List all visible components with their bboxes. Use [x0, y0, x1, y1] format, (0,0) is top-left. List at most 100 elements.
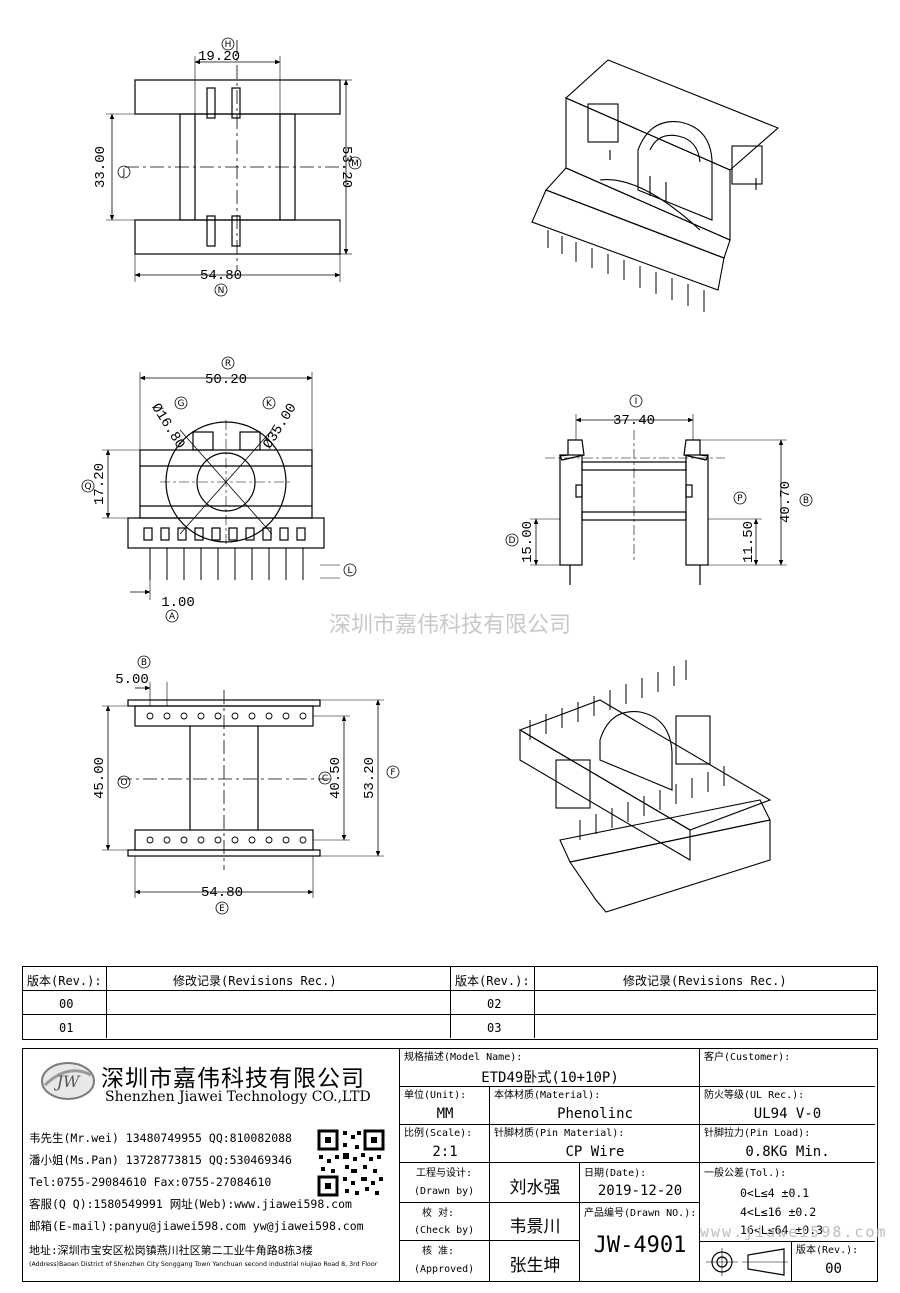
- marker-r: R: [225, 359, 231, 369]
- marker-b: B: [141, 658, 147, 668]
- marker-a: A: [169, 612, 176, 622]
- isometric-view-bottom: [518, 660, 772, 913]
- marker-h: H: [225, 40, 232, 50]
- rev-value: 00: [825, 1261, 842, 1277]
- unit-label: 单位(Unit):: [404, 1090, 467, 1101]
- dim-side-right: 40.70: [778, 481, 794, 523]
- technical-drawing: 19.20 H 33.00 J 53.20 M 54.80 N 50.20 R …: [81, 37, 813, 915]
- drawn-label-en: (Drawn by): [414, 1186, 475, 1197]
- contact-service-web: 客服(Q Q):1580549991 网址(Web):www.jiawei598…: [29, 1197, 352, 1211]
- drawn-label-cn: 工程与设计:: [416, 1168, 473, 1179]
- ul-label: 防火等级(UL Rec.):: [704, 1090, 805, 1101]
- marker-d: D: [509, 536, 516, 546]
- watermark: 深圳市嘉伟科技有限公司: [329, 613, 571, 638]
- dim-bottom-left: 45.00: [92, 757, 108, 799]
- customer-label: 客户(Customer):: [704, 1052, 791, 1063]
- ul-value: UL94 V-0: [753, 1106, 822, 1122]
- drawn-value: 刘水强: [509, 1178, 561, 1198]
- approved-label-cn: 核 准:: [422, 1246, 455, 1257]
- company-name-cn: 深圳市嘉伟科技有限公司: [101, 1066, 365, 1092]
- rev-header-left: 版本(Rev.):: [27, 974, 102, 988]
- pin-load-label: 针脚拉力(Pin Load):: [704, 1128, 811, 1139]
- marker-l: L: [347, 566, 352, 576]
- marker-n: N: [218, 286, 225, 296]
- marker-c: C: [322, 774, 328, 784]
- rev-header-right: 版本(Rev.):: [455, 974, 530, 988]
- marker-g: G: [178, 399, 185, 409]
- rec-header-left: 修改记录(Revisions Rec.): [173, 974, 337, 988]
- rev-row-01: 01: [59, 1021, 74, 1035]
- address-en: (Address)Baoan District of Shenzhen City…: [29, 1261, 378, 1268]
- check-label-cn: 校 对:: [422, 1208, 455, 1219]
- address-cn: 地址:深圳市宝安区松岗镇燕川社区第二工业牛角路8栋3楼: [29, 1244, 313, 1257]
- date-label: 日期(Date):: [584, 1168, 647, 1179]
- approved-value: 张生坤: [509, 1256, 561, 1276]
- marker-p: P: [737, 494, 743, 504]
- dim-top-width: 19.20: [198, 49, 240, 65]
- dim-top-bottom: 54.80: [200, 268, 242, 284]
- side-view: [505, 394, 813, 585]
- tolerance-row-1: 0<L≤4 ±0.1: [740, 1186, 810, 1200]
- dim-front-width: 50.20: [205, 372, 247, 388]
- rev-row-00: 00: [59, 997, 74, 1011]
- company-name-en: Shenzhen Jiawei Technology CO.,LTD: [105, 1089, 371, 1105]
- revision-table: 版本(Rev.): 修改记录(Revisions Rec.) 版本(Rev.):…: [22, 966, 878, 1040]
- tolerance-row-3: 16<L≤64 ±0.3: [740, 1223, 824, 1237]
- approved-label-en: (Approved): [414, 1264, 475, 1275]
- dim-top-right: 53.20: [338, 146, 354, 188]
- marker-i: I: [635, 397, 638, 407]
- marker-m: M: [351, 159, 359, 169]
- company-logo: JW: [41, 1062, 95, 1100]
- dim-bottom-width: 54.80: [201, 885, 243, 901]
- contact-tel-fax: Tel:0755-29084610 Fax:0755-27084610: [29, 1175, 272, 1189]
- rec-header-right: 修改记录(Revisions Rec.): [623, 974, 787, 988]
- web-watermark: www.jiawei598.com: [700, 1223, 888, 1241]
- bottom-view: [102, 655, 400, 915]
- contact-pan: 潘小姐(Ms.Pan) 13728773815 QQ:530469346: [29, 1153, 292, 1167]
- scale-label: 比例(Scale):: [404, 1128, 473, 1139]
- marker-f: F: [390, 768, 395, 778]
- dim-bottom-right: 53.20: [362, 757, 378, 799]
- dim-pin-pitch: 5.00: [115, 672, 149, 688]
- check-value: 韦景川: [509, 1217, 561, 1237]
- pin-material-label: 针脚材质(Pin Material):: [494, 1128, 625, 1139]
- tolerance-label: 一般公差(Tol.):: [704, 1168, 787, 1179]
- rev-row-03: 03: [487, 1021, 502, 1035]
- marker-b-side: B: [803, 496, 809, 506]
- marker-q: Q: [84, 482, 91, 492]
- marker-j: J: [122, 168, 126, 178]
- dim-pin-dia: 1.00: [161, 595, 195, 611]
- title-block: 规格描述(Model Name): ETD49卧式(10+10P) 客户(Cus…: [400, 1048, 886, 1282]
- dim-side-width: 37.40: [613, 413, 655, 429]
- logo-text: JW: [54, 1072, 81, 1091]
- model-value: ETD49卧式(10+10P): [481, 1070, 619, 1086]
- scale-value: 2:1: [432, 1144, 458, 1160]
- material-value: Phenolinc: [557, 1106, 633, 1122]
- model-label: 规格描述(Model Name):: [404, 1052, 523, 1063]
- dim-side-left: 15.00: [520, 521, 536, 563]
- material-label: 本体材质(Material):: [494, 1090, 601, 1101]
- date-value: 2019-12-20: [597, 1183, 683, 1199]
- tolerance-row-2: 4<L≤16 ±0.2: [740, 1205, 817, 1219]
- projection-symbol-icon: [706, 1248, 788, 1276]
- check-label-en: (Check by): [414, 1225, 475, 1236]
- contact-email: 邮箱(E-mail):panyu@jiawei598.com yw@jiawei…: [29, 1219, 364, 1233]
- dim-front-height: 17.20: [92, 463, 108, 505]
- dim-side-mid: 11.50: [741, 521, 757, 563]
- company-block: JW 深圳市嘉伟科技有限公司 Shenzhen Jiawei Technolog…: [22, 1048, 400, 1282]
- marker-o: O: [120, 778, 127, 788]
- pin-load-value: 0.8KG Min.: [745, 1144, 830, 1160]
- marker-e: E: [219, 904, 225, 914]
- drawn-no-label: 产品编号(Drawn NO.):: [584, 1208, 697, 1219]
- front-view: [81, 356, 357, 623]
- dim-bottom-mid: 40.50: [328, 757, 344, 799]
- isometric-view-top: [531, 59, 780, 312]
- unit-value: MM: [436, 1106, 454, 1122]
- rev-label: 版本(Rev.):: [796, 1245, 859, 1256]
- drawn-no-value: JW-4901: [593, 1233, 687, 1258]
- qr-code-icon: [317, 1129, 385, 1197]
- pin-material-value: CP Wire: [565, 1144, 625, 1160]
- top-view: [106, 37, 362, 297]
- rev-row-02: 02: [487, 997, 502, 1011]
- marker-k: K: [266, 399, 273, 409]
